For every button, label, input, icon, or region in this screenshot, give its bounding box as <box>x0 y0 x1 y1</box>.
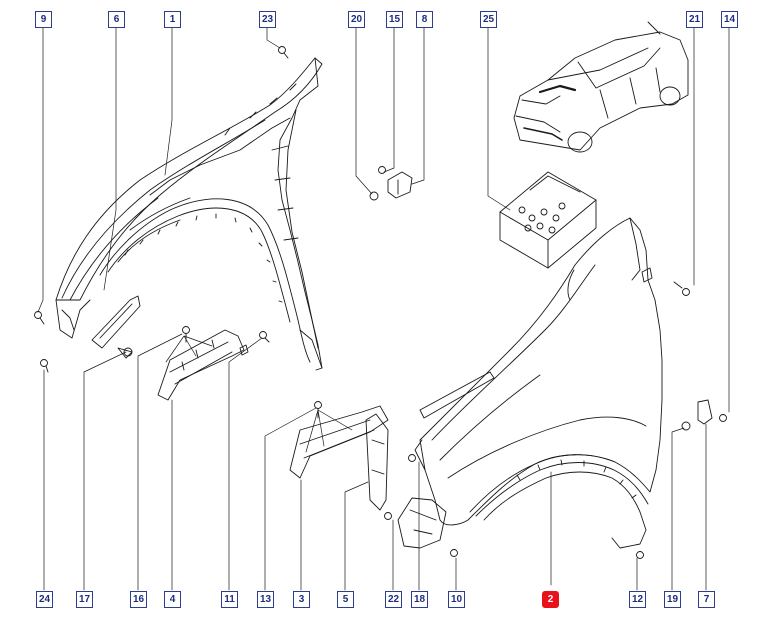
left-fender-illustration <box>55 57 323 371</box>
callout-5[interactable]: 5 <box>337 591 354 608</box>
callout-18[interactable]: 18 <box>411 591 428 608</box>
bracket-4-illustration <box>157 326 249 401</box>
callout-14[interactable]: 14 <box>721 11 738 28</box>
callout-7[interactable]: 7 <box>698 591 715 608</box>
left-fasteners <box>34 46 289 373</box>
callout-11[interactable]: 11 <box>221 591 238 608</box>
callout-15[interactable]: 15 <box>386 11 403 28</box>
bracket-6-illustration <box>91 295 141 359</box>
callout-25[interactable]: 25 <box>480 11 497 28</box>
callout-22[interactable]: 22 <box>385 591 402 608</box>
right-fender-illustration <box>414 217 663 549</box>
callout-16[interactable]: 16 <box>130 591 147 608</box>
bracket-18-illustration <box>384 454 458 557</box>
callout-8[interactable]: 8 <box>416 11 433 28</box>
callout-17[interactable]: 17 <box>76 591 93 608</box>
callout-10[interactable]: 10 <box>448 591 465 608</box>
callout-23[interactable]: 23 <box>259 11 276 28</box>
callout-19[interactable]: 19 <box>664 591 681 608</box>
callout-6[interactable]: 6 <box>108 11 125 28</box>
callout-1[interactable]: 1 <box>164 11 181 28</box>
callout-24[interactable]: 24 <box>36 591 53 608</box>
bracket-5-illustration <box>365 413 389 511</box>
callout-4[interactable]: 4 <box>164 591 181 608</box>
callout-20[interactable]: 20 <box>348 11 365 28</box>
callout-2-selected[interactable]: 2 <box>542 591 559 608</box>
callout-21[interactable]: 21 <box>686 11 703 28</box>
vehicle-thumbnail <box>513 21 689 153</box>
callout-3[interactable]: 3 <box>293 591 310 608</box>
bracket-3-illustration <box>289 401 389 479</box>
leader-lines <box>37 26 730 591</box>
clip-box-illustration <box>499 171 597 269</box>
callout-12[interactable]: 12 <box>629 591 646 608</box>
callout-13[interactable]: 13 <box>257 591 274 608</box>
right-fasteners <box>636 281 727 559</box>
callout-9[interactable]: 9 <box>35 11 52 28</box>
fastener-cluster <box>369 166 413 201</box>
